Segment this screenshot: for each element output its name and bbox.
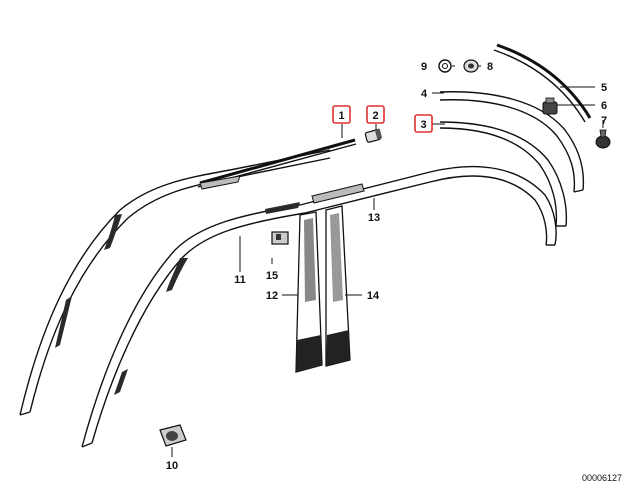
highlight-box-3 [414,114,433,133]
label-11[interactable]: 11 [234,274,246,286]
part-4-front-arch-strip [439,91,585,193]
leader-lines [171,65,604,457]
part-11-outer-arch-trim [19,149,331,416]
part-5-roof-strip [493,43,592,123]
part-15-bracket [271,231,289,245]
diagram-id: 00006127 [581,473,622,483]
label-12[interactable]: 12 [266,290,278,302]
label-9[interactable]: 9 [421,61,427,73]
label-5[interactable]: 5 [601,82,607,94]
label-3[interactable]: 3 [420,119,426,131]
highlight-box-2 [366,105,385,124]
label-7[interactable]: 7 [601,115,607,127]
label-6[interactable]: 6 [601,100,607,112]
part-8-nut [463,59,479,73]
part-7-fastener [595,129,611,149]
part-10-clip [159,424,187,447]
highlight-box-1 [332,105,351,124]
label-1[interactable]: 1 [338,110,344,122]
part-6-clip [542,97,558,115]
part-2-connector [364,128,382,143]
part-14-pillar-panel [325,205,351,367]
part-12-pillar-panel [295,211,323,373]
part-13-inner-arch-trim [81,165,557,448]
label-15[interactable]: 15 [266,270,278,282]
label-13[interactable]: 13 [368,212,380,224]
label-14[interactable]: 14 [367,290,380,302]
label-8[interactable]: 8 [487,61,493,73]
part-9-washer [438,59,452,73]
label-10[interactable]: 10 [166,460,178,472]
part-3-front-arch-inner-strip [439,121,568,227]
label-2[interactable]: 2 [372,110,378,122]
label-4[interactable]: 4 [421,88,428,100]
